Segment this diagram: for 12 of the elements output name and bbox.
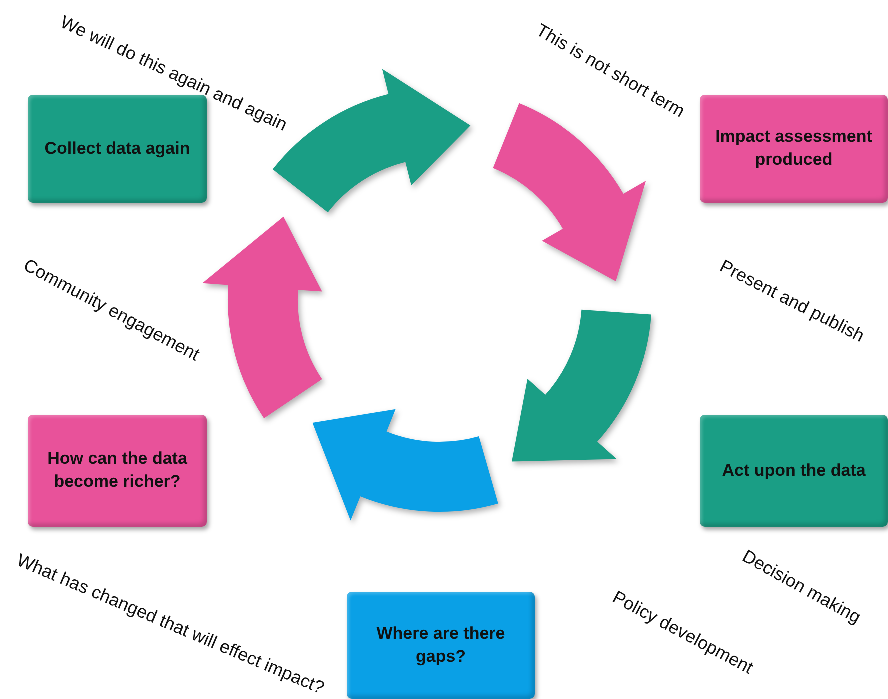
rotated-note: This is not short term — [532, 20, 689, 122]
process-box — [700, 95, 888, 203]
box-label: Act upon the data — [722, 460, 866, 482]
process-box — [700, 415, 888, 527]
process-box — [347, 592, 535, 699]
process-box — [28, 95, 207, 203]
box-label: Where are there gaps? — [376, 622, 506, 668]
box-label: Collect data again — [44, 138, 190, 160]
box-label: Impact assessment produced — [714, 126, 874, 171]
rotated-note: We will do this again and again — [57, 12, 291, 136]
process-box — [28, 415, 207, 527]
box-label: How can the data become richer? — [46, 448, 188, 493]
